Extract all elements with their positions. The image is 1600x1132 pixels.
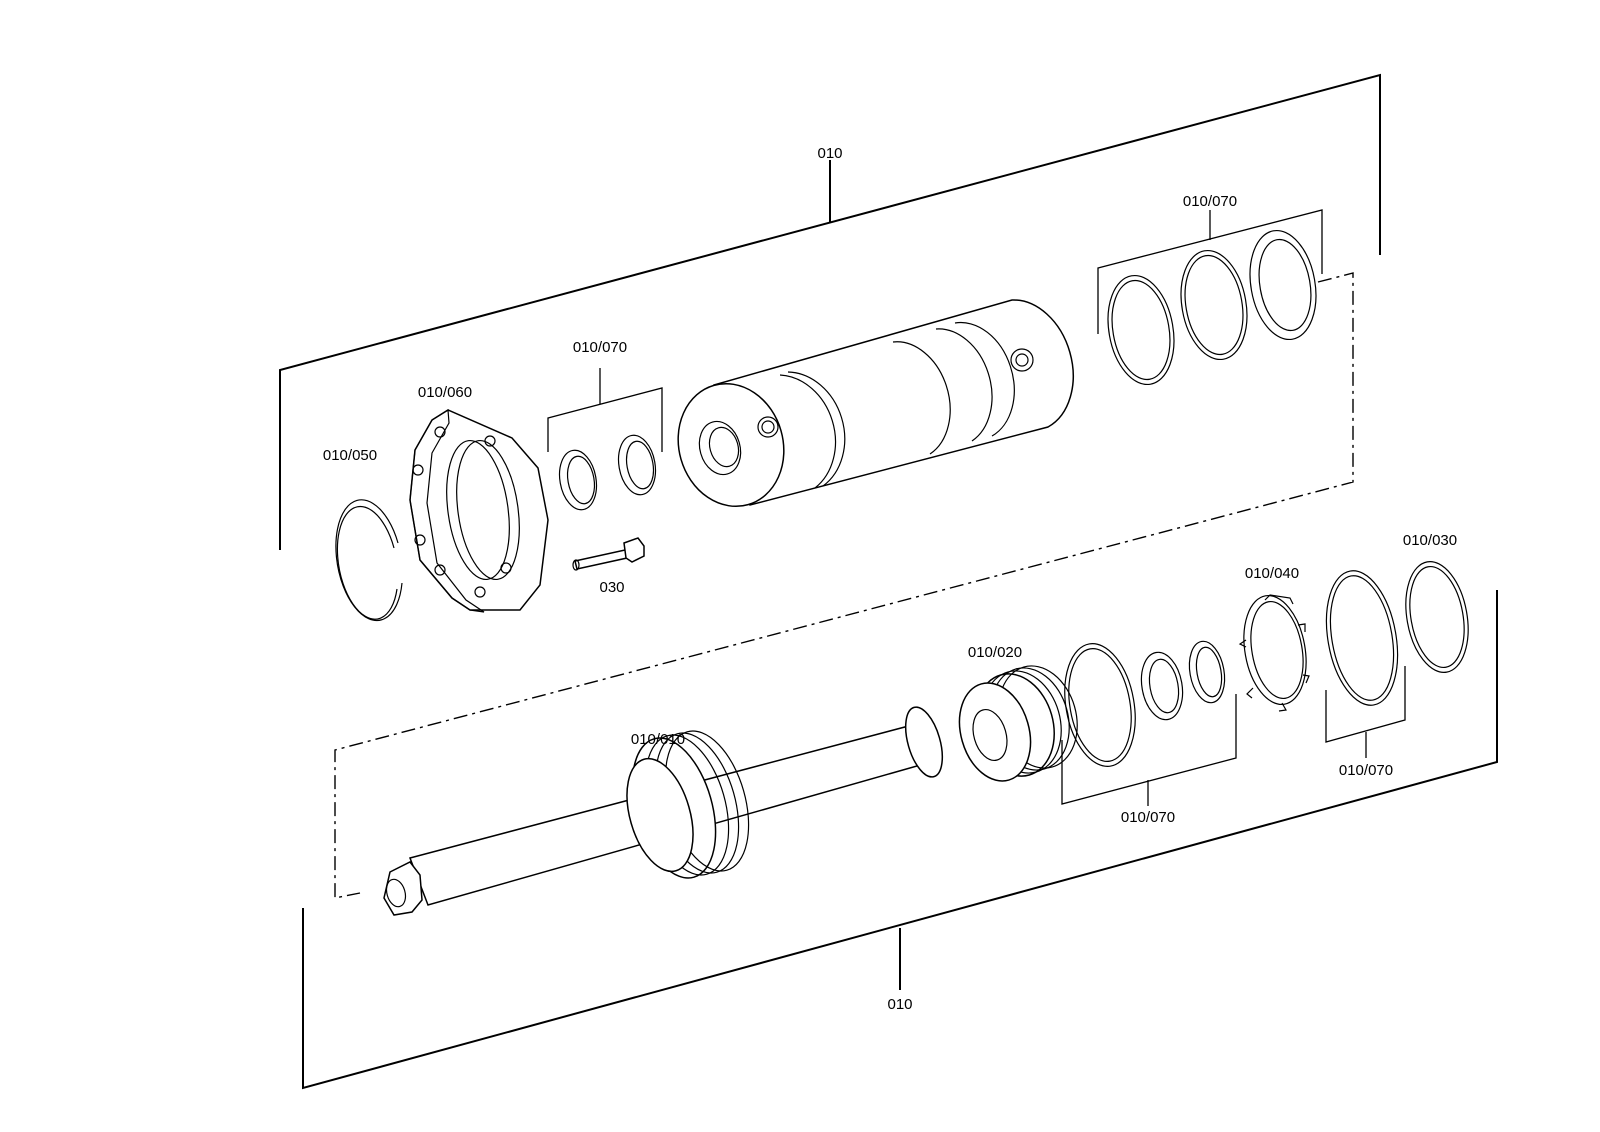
bolt-label: 030	[599, 579, 624, 596]
seals-bottom-right-label: 010/070	[1339, 762, 1393, 779]
circlip-part	[335, 499, 403, 622]
top-assembly-bracket	[279, 73, 1381, 550]
ring-part	[1405, 561, 1469, 673]
seals-right-top-label: 010/070	[1183, 193, 1237, 210]
seals-bottom-right-bracket	[1325, 666, 1406, 758]
top-assembly-label: 010	[817, 145, 842, 162]
bottom-assembly-label: 010	[887, 996, 912, 1013]
bolt-part	[572, 537, 645, 571]
piston-rod-label: 010/010	[631, 731, 685, 748]
seals-right-top-bracket	[1097, 209, 1323, 334]
seal-rings-bottom-mid	[1064, 640, 1226, 767]
circlip-label: 010/050	[323, 447, 377, 464]
lock-washer-part	[1238, 594, 1310, 712]
seals-bottom-mid-label: 010/070	[1121, 809, 1175, 826]
lock-washer-label: 010/040	[1245, 565, 1299, 582]
seals-bottom-mid-bracket	[1061, 694, 1237, 806]
piston-rod-part	[383, 706, 944, 916]
piston-part	[958, 665, 1078, 782]
seal-rings-small-left	[558, 434, 657, 511]
bottom-assembly-bracket	[302, 590, 1498, 1090]
ring-label: 010/030	[1403, 532, 1457, 549]
cylinder-tube-part	[677, 299, 1074, 508]
seals-small-left-bracket	[547, 368, 663, 452]
flange-part	[409, 408, 549, 613]
piston-label: 010/020	[968, 644, 1022, 661]
assembly-connection-line	[334, 272, 1354, 899]
seal-ring-bottom-right	[1325, 570, 1399, 706]
flange-label: 010/060	[418, 384, 472, 401]
seal-rings-large-right	[1107, 229, 1317, 386]
seals-small-left-label: 010/070	[573, 339, 627, 356]
